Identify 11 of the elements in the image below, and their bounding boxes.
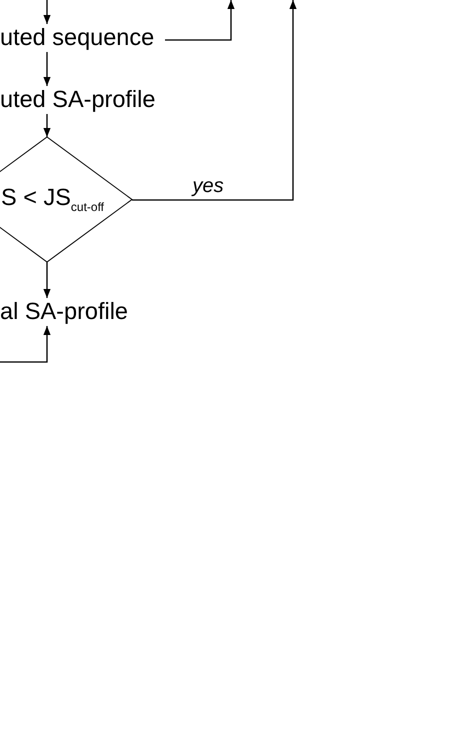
arrow [165, 0, 235, 41]
arrow [43, 114, 51, 137]
arrow [43, 52, 51, 86]
step-label: uted SA-profile [0, 88, 156, 112]
arrow [132, 0, 297, 201]
step-label: uted sequence [0, 26, 154, 50]
condition-text: S < JS$_{cut-off}$ [1, 186, 104, 213]
step-label: al SA-profile [0, 300, 128, 324]
arrow [0, 326, 51, 363]
arrow [43, 0, 51, 24]
arrow [43, 262, 51, 298]
